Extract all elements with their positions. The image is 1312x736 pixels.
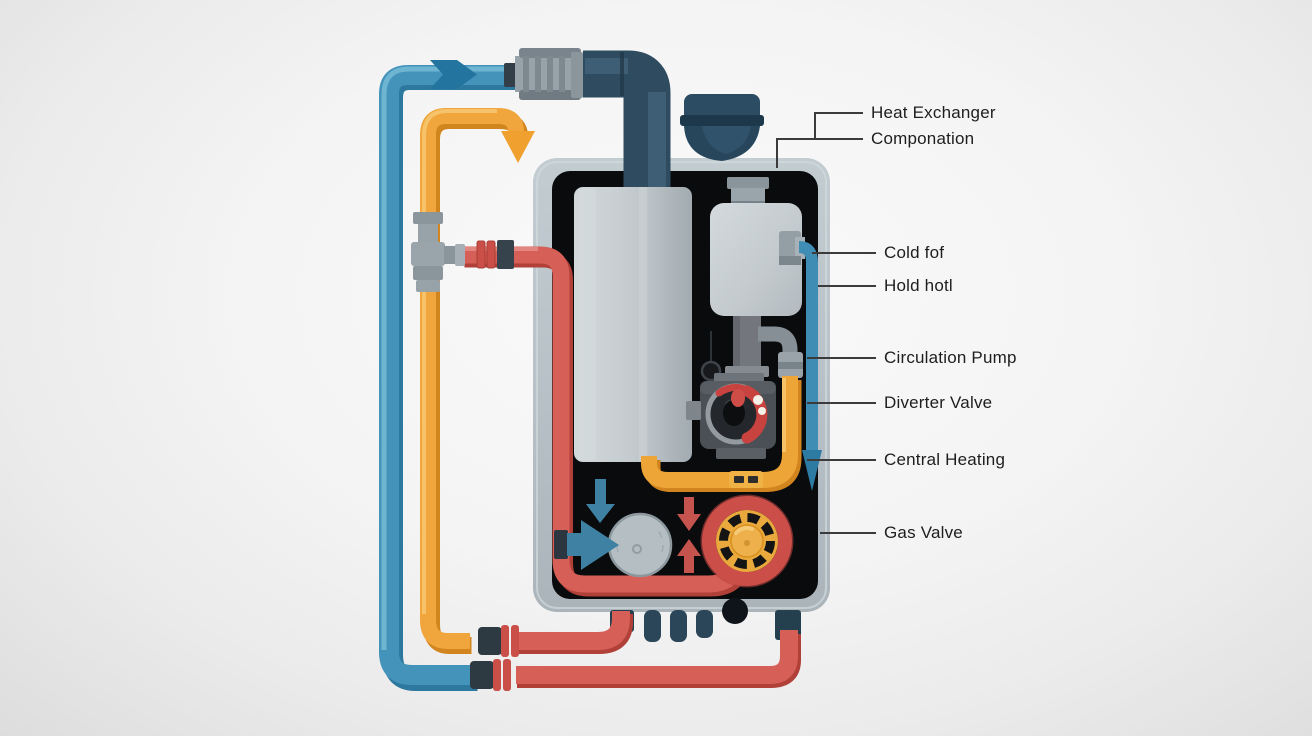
label-central-heating: Central Heating [884, 450, 1006, 469]
tee-fitting [411, 212, 465, 292]
componation-box [710, 177, 805, 316]
hot-water-pipe [420, 108, 535, 654]
blue-right-arrow-icon [581, 520, 619, 570]
label-cold-fof: Cold fof [884, 243, 945, 262]
diverter-valve [686, 373, 776, 459]
gas-valve [700, 494, 794, 588]
label-heat-exchanger: Heat Exchanger [871, 103, 996, 122]
cold-water-pipe [379, 60, 523, 691]
pump-inlet-arrows [554, 479, 619, 570]
label-componation: Componation [871, 129, 975, 148]
gas-pipe [641, 376, 802, 492]
flue-terminal-dome [680, 94, 764, 161]
bottom-heating-pipes [470, 611, 801, 691]
flue-pipe [583, 50, 671, 192]
label-circulation-pump: Circulation Pump [884, 348, 1017, 367]
cold-flow-arrow-icon [430, 60, 477, 89]
valve-feed-pipe [700, 316, 769, 382]
label-diverter-valve: Diverter Valve [884, 393, 993, 412]
red-down-arrow-icon [677, 514, 701, 531]
flue-fitting [504, 48, 585, 100]
blue-down-arrow-icon [586, 504, 615, 523]
label-hold-hotl: Hold hotl [884, 276, 953, 295]
label-connector-lines [776, 112, 876, 534]
gas-pipe-elbow [758, 326, 803, 378]
label-gas-valve: Gas Valve [884, 523, 963, 542]
hot-flow-arrow-icon [501, 131, 535, 163]
flow-direction-arrows [677, 497, 701, 573]
heat-exchanger [574, 187, 692, 462]
red-up-arrow-icon [677, 539, 701, 556]
